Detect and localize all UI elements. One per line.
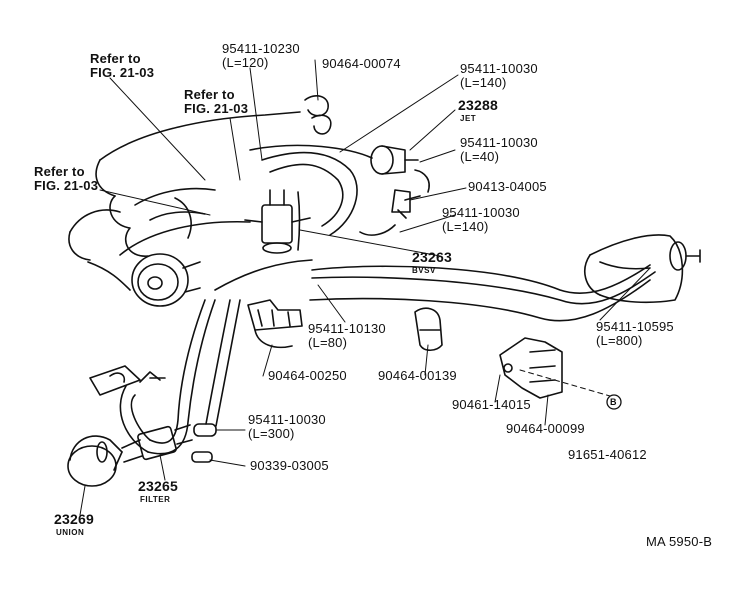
- part-number: 95411-10595: [596, 319, 674, 334]
- refer-a-line2: FIG. 21-03: [90, 65, 155, 80]
- part-23263-name: BVSV: [412, 266, 436, 275]
- bracket: [499, 337, 563, 399]
- refer-label-b: Refer to FIG. 21-03: [184, 88, 248, 116]
- dashed-leader: [519, 369, 611, 397]
- part-number: 95411-10030: [248, 412, 326, 427]
- pulley: [131, 253, 201, 307]
- part-length: (L=120): [222, 55, 269, 70]
- part-number: 90464-00250: [268, 368, 347, 383]
- part-length: (L=140): [460, 75, 507, 90]
- part-90464-00139: 90464-00139: [378, 369, 457, 383]
- leader-lines: [79, 59, 651, 516]
- circle-b-marker: [606, 394, 622, 410]
- part-95411-10230: 95411-10230 (L=120): [222, 42, 300, 70]
- part-number: 90413-04005: [468, 179, 547, 194]
- filter-union: [67, 371, 193, 487]
- refer-c-line1: Refer to: [34, 164, 85, 179]
- engine-outline: [68, 111, 301, 291]
- canister: [584, 234, 701, 304]
- circle-b-label: B: [610, 397, 617, 407]
- upper-hose-loop: [249, 144, 373, 251]
- part-23265-name: FILTER: [140, 495, 171, 504]
- part-90464-00074: 90464-00074: [322, 57, 401, 71]
- part-number: 23269: [54, 511, 94, 527]
- part-number: 95411-10130: [308, 321, 386, 336]
- part-number: 90464-00139: [378, 368, 457, 383]
- part-length: (L=300): [248, 426, 295, 441]
- tube-left: [89, 365, 141, 396]
- clamp-139: [414, 307, 443, 352]
- part-number: 90461-14015: [452, 397, 531, 412]
- part-95411-10030-d: 95411-10030 (L=300): [248, 413, 326, 441]
- part-number: 23288: [458, 97, 498, 113]
- part-23269: 23269: [54, 512, 94, 526]
- part-23265: 23265: [138, 479, 178, 493]
- refer-label-a: Refer to FIG. 21-03: [90, 52, 154, 80]
- part-number: 90464-00074: [322, 56, 401, 71]
- part-number: 95411-10030: [460, 61, 538, 76]
- refer-c-line2: FIG. 21-03: [34, 178, 99, 193]
- part-95411-10030-c: 95411-10030 (L=140): [442, 206, 520, 234]
- part-length: (L=80): [308, 335, 348, 350]
- part-number: 90339-03005: [250, 458, 329, 473]
- hose-300: [191, 423, 217, 463]
- part-90464-00250: 90464-00250: [268, 369, 347, 383]
- part-number: 95411-10230: [222, 41, 300, 56]
- clip-upper: [304, 95, 332, 135]
- part-95411-10595: 95411-10595 (L=800): [596, 320, 674, 348]
- part-length: (L=40): [460, 149, 500, 164]
- part-number: 23265: [138, 478, 178, 494]
- part-95411-10030-b: 95411-10030 (L=40): [460, 136, 538, 164]
- part-number: 95411-10030: [442, 205, 520, 220]
- part-90413-04005: 90413-04005: [468, 180, 547, 194]
- part-90339-03005: 90339-03005: [250, 459, 329, 473]
- refer-b-line1: Refer to: [184, 87, 235, 102]
- part-23263: 23263: [412, 250, 452, 264]
- refer-label-c: Refer to FIG. 21-03: [34, 165, 98, 193]
- clamp-250: [247, 299, 303, 349]
- part-91651-40612: 91651-40612: [568, 448, 647, 462]
- part-90461-14015: 90461-14015: [452, 398, 531, 412]
- part-length: (L=140): [442, 219, 489, 234]
- part-length: (L=800): [596, 333, 643, 348]
- refer-a-line1: Refer to: [90, 51, 141, 66]
- main-hose: [309, 264, 656, 322]
- part-number: 90464-00099: [506, 421, 585, 436]
- refer-b-line2: FIG. 21-03: [184, 101, 249, 116]
- part-number: 95411-10030: [460, 135, 538, 150]
- part-number: 91651-40612: [568, 447, 647, 462]
- jet-fitting: [370, 145, 419, 175]
- part-95411-10030-a: 95411-10030 (L=140): [460, 62, 538, 90]
- part-23269-name: UNION: [56, 528, 85, 537]
- figure-code: MA 5950-B: [646, 534, 713, 549]
- part-23288-name: JET: [460, 114, 477, 123]
- part-95411-10130: 95411-10130 (L=80): [308, 322, 386, 350]
- bvsv-body: [244, 189, 311, 254]
- part-number: 23263: [412, 249, 452, 265]
- part-90464-00099: 90464-00099: [506, 422, 585, 436]
- part-23288: 23288: [458, 98, 498, 112]
- small-hose-right: [359, 169, 430, 236]
